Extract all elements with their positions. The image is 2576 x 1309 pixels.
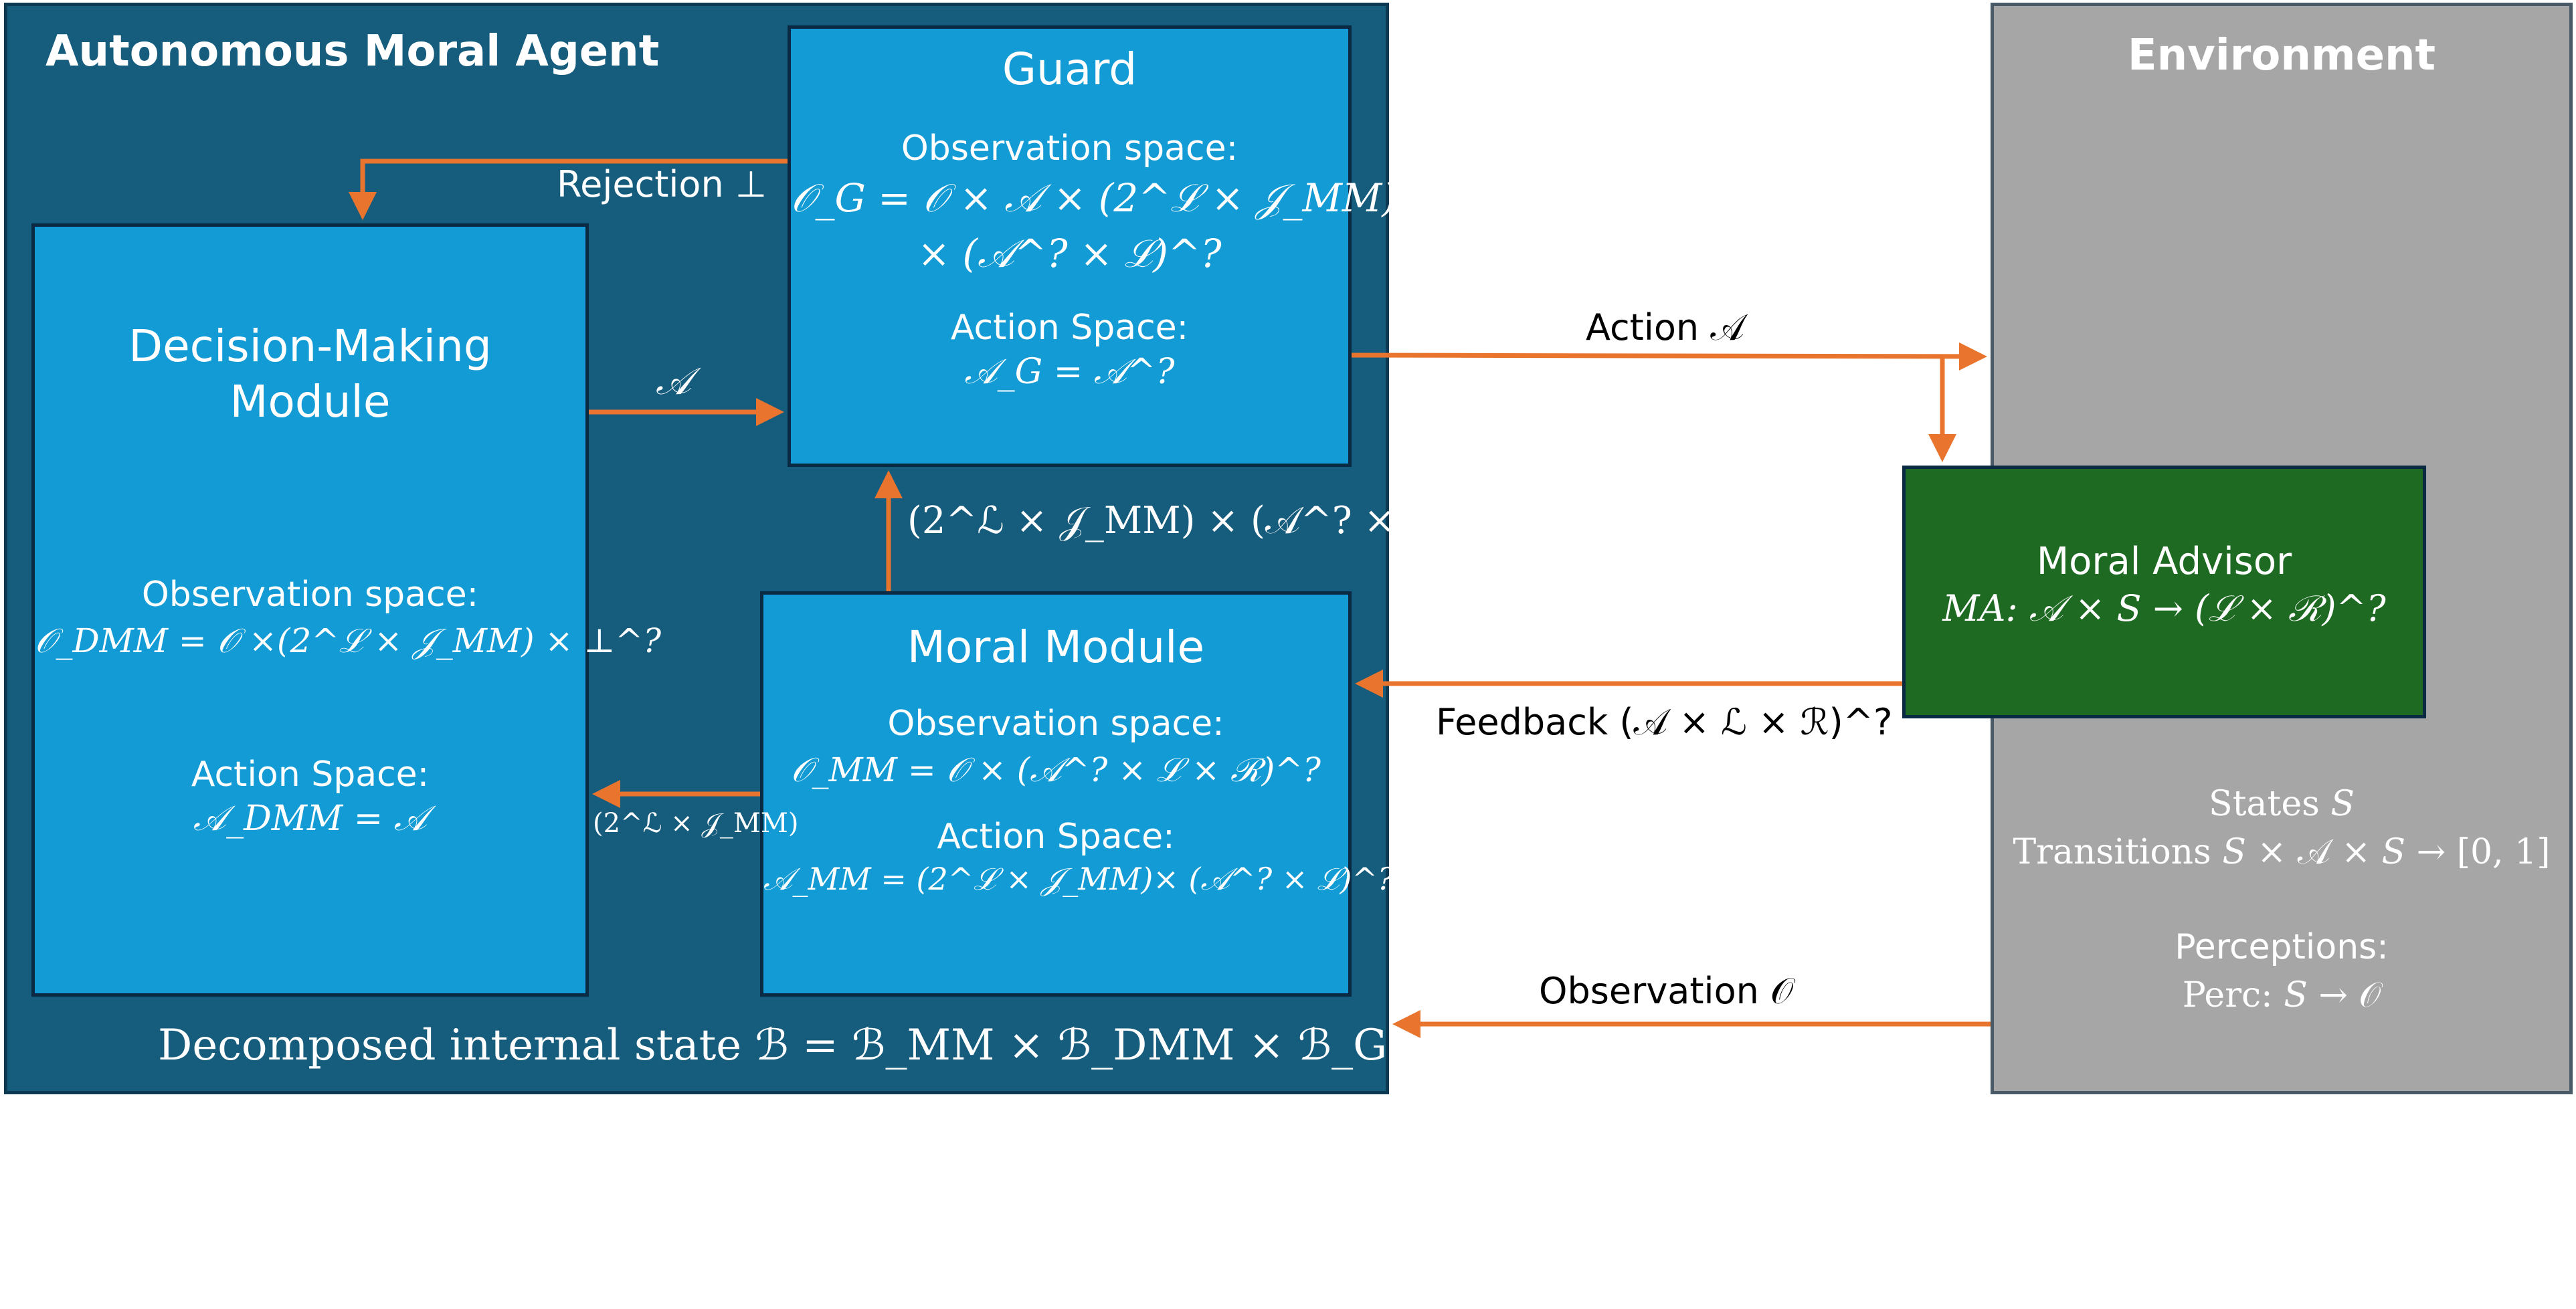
dmm-action-label: Action Space: bbox=[191, 754, 430, 795]
action-arrow bbox=[1351, 342, 1987, 371]
environment-perceptions-formula: Perc: 𝑆 → 𝒪 bbox=[2182, 975, 2381, 1015]
dmm-observation-label: Observation space: bbox=[141, 575, 479, 615]
agent-title: Autonomous Moral Agent bbox=[45, 27, 660, 76]
environment-perceptions-label: Perceptions: bbox=[2175, 927, 2389, 967]
environment-transitions: Transitions 𝑆 × 𝒜 × 𝑆 → [0, 1] bbox=[2013, 832, 2551, 872]
guard-observation-label: Observation space: bbox=[901, 128, 1238, 169]
advisor-formula: MA: 𝒜 × 𝑆 → (ℒ × ℛ)^? bbox=[1942, 587, 2386, 629]
mm-title: Moral Module bbox=[907, 621, 1205, 673]
environment-title: Environment bbox=[2127, 31, 2436, 80]
guard-module: Guard Observation space: 𝒪_G = 𝒪 × 𝒜 × (… bbox=[788, 25, 1397, 467]
dmm-title-line-1: Decision-Making bbox=[128, 320, 492, 372]
decision-making-module: Decision-Making Module Observation space… bbox=[31, 223, 661, 997]
mm-action-label: Action Space: bbox=[937, 817, 1175, 857]
advisor-title: Moral Advisor bbox=[2036, 540, 2292, 583]
guard-observation-formula-1: 𝒪_G = 𝒪 × 𝒜 × (2^ℒ × 𝒥_MM) bbox=[791, 175, 1397, 221]
dmm-to-guard-label: 𝒜 bbox=[656, 360, 691, 403]
decomposed-internal-state: Decomposed internal state ℬ = ℬ_MM × ℬ_D… bbox=[158, 1021, 1388, 1070]
mm-action-formula: 𝒜_MM = (2^ℒ × 𝒥_MM)× (𝒜^? × ℒ)^? bbox=[763, 861, 1394, 897]
rejection-arrow bbox=[349, 159, 788, 220]
dmm-title-line-2: Module bbox=[229, 376, 391, 427]
action-label: Action 𝒜 bbox=[1586, 306, 1745, 348]
moral-advisor: Moral Advisor MA: 𝒜 × 𝑆 → (ℒ × ℛ)^? bbox=[1902, 466, 2426, 718]
guard-observation-formula-2: × (𝒜^? × ℒ)^? bbox=[917, 231, 1222, 276]
mm-to-dmm-label: (2^ℒ × 𝒥_MM) bbox=[593, 808, 799, 839]
guard-action-formula: 𝒜_G = 𝒜^? bbox=[964, 352, 1175, 392]
mm-observation-label: Observation space: bbox=[887, 704, 1224, 744]
guard-action-label: Action Space: bbox=[950, 308, 1189, 348]
feedback-label: Feedback (𝒜 × ℒ × ℛ)^? bbox=[1436, 701, 1893, 743]
moral-module: Moral Module Observation space: 𝒪_MM = 𝒪… bbox=[760, 591, 1394, 997]
environment-states: States 𝑆 bbox=[2208, 784, 2355, 824]
mm-to-guard-label: (2^ℒ × 𝒥_MM) × (𝒜^? × ℒ)^? bbox=[907, 499, 1501, 542]
observation-label: Observation 𝒪 bbox=[1539, 970, 1794, 1012]
guard-title: Guard bbox=[1002, 43, 1137, 95]
dmm-action-formula: 𝒜_DMM = 𝒜 bbox=[193, 799, 428, 839]
rejection-label: Rejection ⊥ bbox=[557, 163, 767, 205]
dmm-observation-formula: 𝒪_DMM = 𝒪 ×(2^ℒ × 𝒥_MM) × ⊥^? bbox=[35, 621, 661, 660]
mm-observation-formula: 𝒪_MM = 𝒪 × (𝒜^? × ℒ × ℛ)^? bbox=[791, 750, 1321, 789]
